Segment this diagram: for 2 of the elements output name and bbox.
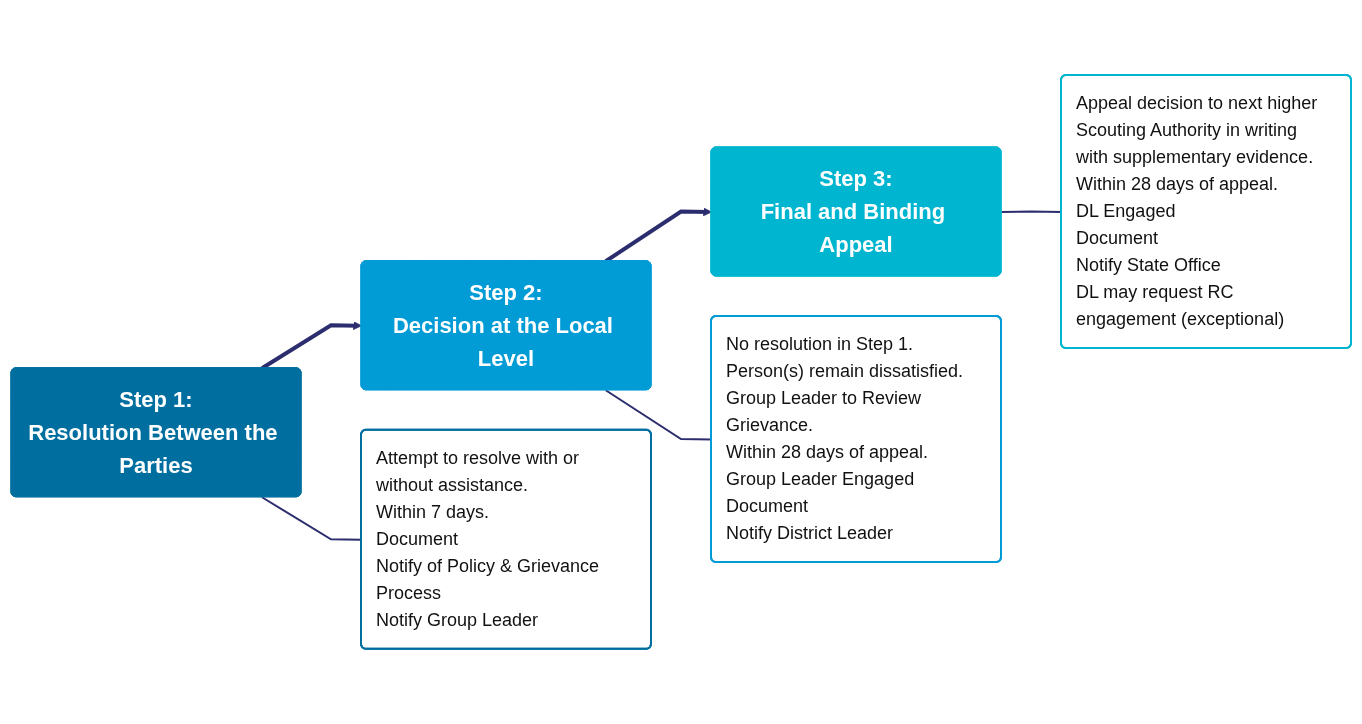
node-text: No resolution in Step 1. Person(s) remain dissatisfied. Group Leader to Review Grievance. Within 28 days of appeal. Group Leader Engaged Document Notify District Leader	[726, 334, 964, 544]
node-text: Appeal decision to next higher Scouting Authority in writing with supplementary evidence. Within 28 days of appeal. DL Engaged Document Notify State Office DL may request RC engagement (exceptional)	[1076, 93, 1318, 330]
